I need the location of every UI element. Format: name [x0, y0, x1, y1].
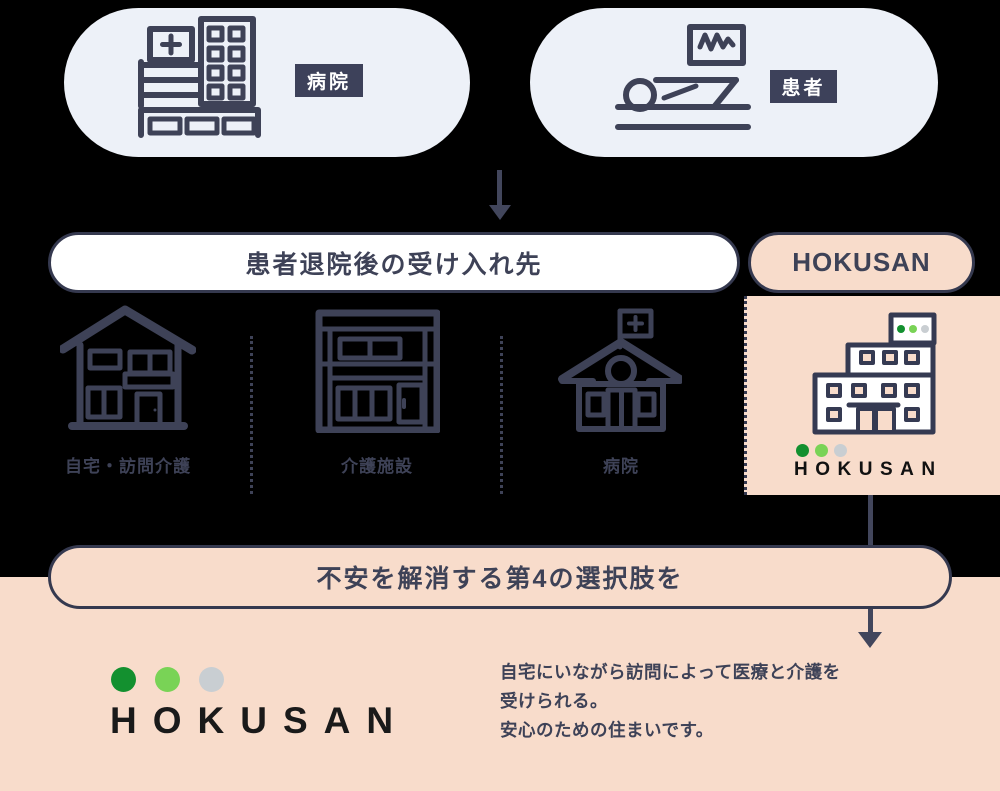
clinic-icon: [558, 308, 682, 432]
patient-badge: 患者: [770, 70, 837, 103]
card-arrow-head: [858, 632, 882, 648]
hokusan-option-card: HOKUSAN: [744, 296, 1000, 495]
green-dot: [796, 444, 809, 457]
dotted-separator-2: [500, 336, 503, 494]
hospital-building-icon: [138, 16, 261, 138]
hokusan-pill-label: HOKUSAN: [792, 247, 931, 277]
option-facility-label: 介護施設: [341, 457, 413, 476]
gray-dot: [834, 444, 847, 457]
patient-source-panel: 患者: [530, 8, 938, 157]
down-arrow-head: [489, 205, 511, 220]
footer-description-line: 自宅にいながら訪問によって医療と介護を: [500, 662, 841, 682]
footer-description: 自宅にいながら訪問によって医療と介護を 受けられる。 安心のための住まいです。: [500, 658, 841, 745]
dotted-separator-1: [250, 336, 253, 494]
hokusan-footer-logo-dots: [111, 667, 224, 692]
green-dot: [111, 667, 136, 692]
light-green-dot: [155, 667, 180, 692]
option-home-label: 自宅・訪問介護: [65, 457, 191, 476]
hokusan-building-icon: [812, 312, 937, 435]
hokusan-label-pill: HOKUSAN: [748, 232, 975, 293]
hokusan-card-brand: HOKUSAN: [794, 459, 943, 480]
hospital-source-panel: 病院: [64, 8, 470, 157]
hospital-badge: 病院: [295, 64, 363, 97]
patient-monitor-bed-icon: [615, 24, 751, 130]
footer-description-line: 安心のための住まいです。: [500, 720, 714, 740]
card-arrow-stem-bottom: [868, 607, 873, 634]
destination-title: 患者退院後の受け入れ先: [245, 250, 543, 279]
destination-title-pill: 患者退院後の受け入れ先: [48, 232, 740, 293]
option-hospital-label: 病院: [603, 457, 639, 476]
care-facility-icon: [315, 309, 440, 433]
light-green-dot: [815, 444, 828, 457]
down-arrow-stem: [497, 170, 502, 207]
hokusan-footer-brand: HOKUSAN: [110, 700, 410, 741]
house-icon: [60, 305, 196, 430]
footer-description-line: 受けられる。: [500, 691, 608, 711]
hokusan-card-logo-dots: [796, 444, 853, 457]
solution-banner-pill: 不安を解消する第4の選択肢を: [48, 545, 952, 609]
solution-banner-text: 不安を解消する第4の選択肢を: [316, 565, 684, 593]
card-arrow-stem-top: [868, 495, 873, 547]
gray-dot: [199, 667, 224, 692]
